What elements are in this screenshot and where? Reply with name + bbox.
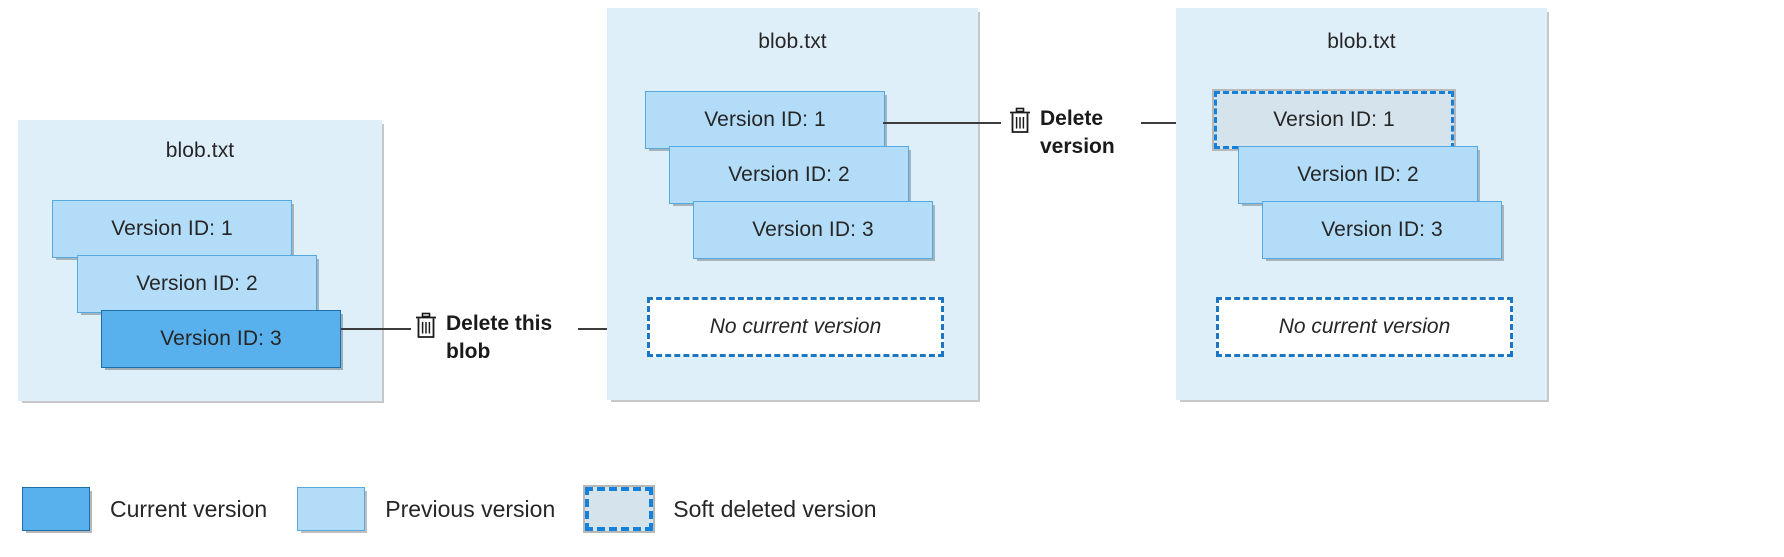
action-delete-this-blob-label: Delete this blob: [446, 310, 552, 367]
action-line-2: version: [1040, 135, 1115, 159]
panel-3-title: blob.txt: [1327, 30, 1396, 53]
blob-panel-2: blob.txt Version ID: 1 Version ID: 2 Ver…: [607, 8, 978, 400]
legend-swatch-soft-deleted: [583, 485, 656, 533]
panel-2-version-3: Version ID: 3: [693, 201, 933, 259]
action-line-2: blob: [446, 340, 491, 364]
panel-2-no-current-version: No current version: [647, 297, 944, 357]
legend-label-previous: Previous version: [385, 495, 556, 522]
legend-item-current-version: Current version: [22, 487, 297, 531]
connector-delete-to-panel3: [1141, 122, 1203, 124]
version-label: Version ID: 2: [728, 163, 850, 186]
connector-version-to-delete: [883, 122, 1001, 124]
action-delete-version-label: Delete version: [1040, 105, 1115, 162]
panel-3-no-current-version: No current version: [1216, 297, 1513, 357]
version-label: Version ID: 1: [704, 108, 826, 131]
version-label: Version ID: 2: [136, 272, 258, 295]
version-label: Version ID: 1: [1273, 108, 1395, 131]
action-delete-version: Delete version: [1008, 105, 1115, 162]
version-label: Version ID: 2: [1297, 163, 1419, 186]
version-label: Version ID: 3: [1321, 218, 1443, 241]
action-delete-this-blob: Delete this blob: [414, 310, 552, 367]
panel-2-version-1: Version ID: 1: [645, 91, 885, 149]
panel-1-version-1: Version ID: 1: [52, 200, 292, 258]
panel-2-title: blob.txt: [758, 30, 827, 53]
legend-swatch-previous: [297, 487, 366, 531]
version-label: Version ID: 3: [752, 218, 874, 241]
trash-icon: [414, 312, 438, 345]
version-label: Version ID: 1: [111, 217, 233, 240]
panel-3-version-1: Version ID: 1: [1212, 89, 1456, 151]
blob-panel-3: blob.txt Version ID: 1 Version ID: 2 Ver…: [1176, 8, 1547, 400]
version-label: Version ID: 3: [160, 327, 282, 350]
legend-label-current: Current version: [110, 495, 268, 522]
legend-swatch-current: [22, 487, 90, 531]
blob-panel-1: blob.txt Version ID: 1 Version ID: 2 Ver…: [18, 120, 382, 401]
panel-3-version-3: Version ID: 3: [1262, 201, 1502, 259]
action-line-1: Delete: [1040, 107, 1104, 130]
legend-label-soft-deleted: Soft deleted version: [673, 495, 877, 522]
trash-icon: [1008, 107, 1032, 140]
no-current-version-label: No current version: [709, 315, 882, 338]
panel-3-version-2: Version ID: 2: [1238, 146, 1478, 204]
panel-1-title: blob.txt: [165, 139, 235, 162]
connector-blob-to-delete: [341, 328, 411, 330]
panel-1-version-2: Version ID: 2: [77, 255, 317, 313]
panel-1-version-3: Version ID: 3: [101, 310, 341, 368]
legend-item-previous-version: Previous version: [297, 487, 585, 531]
panel-2-version-2: Version ID: 2: [669, 146, 909, 204]
no-current-version-label: No current version: [1278, 315, 1451, 338]
action-line-1: Delete this: [446, 312, 553, 335]
legend-item-soft-deleted-version: Soft deleted version: [583, 485, 906, 533]
legend: Current version Previous version Soft de…: [22, 485, 907, 533]
